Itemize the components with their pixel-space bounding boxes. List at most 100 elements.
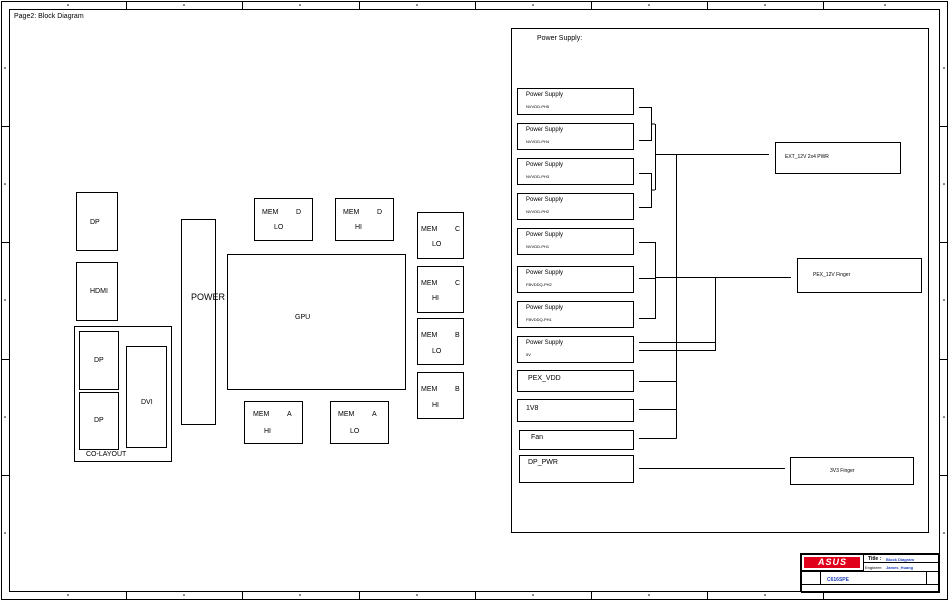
power-supply-nvvdd-ph5: Power Supply NVVDD-PH5 xyxy=(517,88,634,115)
supply-rail: NVVDD-PH4 xyxy=(526,139,550,144)
mem-bank: LO xyxy=(350,428,360,435)
asus-logo: ASUS xyxy=(804,557,860,568)
date-sheet-cell xyxy=(801,584,940,593)
mem-d-hi: MEM D HI xyxy=(335,198,394,241)
dp-pwr-block: DP_PWR xyxy=(519,455,634,483)
mem-bank: LO xyxy=(274,224,284,231)
pex-12v-label: PEX_12V Finger xyxy=(813,272,851,278)
engineer-value: James_Huang xyxy=(886,565,914,570)
mem-channel: A xyxy=(287,411,292,418)
supply-label: Power Supply xyxy=(526,340,564,346)
supply-label: Power Supply xyxy=(526,92,564,98)
mem-bank: HI xyxy=(264,428,271,435)
ext-12v-label: EXT_12V 2x4 PWR xyxy=(785,154,829,160)
mem-label: MEM xyxy=(343,209,360,216)
power-supply-nvvdd-ph4: Power Supply NVVDD-PH4 xyxy=(517,123,634,150)
mem-bank: LO xyxy=(432,348,442,355)
pex-vdd-label: PEX_VDD xyxy=(528,375,561,382)
mem-label: MEM xyxy=(421,280,438,287)
mem-channel: C xyxy=(455,226,461,233)
supply-rail: FBVDDQ-PH1 xyxy=(526,317,552,322)
title-label: Title : xyxy=(868,556,882,562)
pex-vdd-block: PEX_VDD xyxy=(517,370,634,392)
dvi-connector: DVI xyxy=(126,346,167,448)
supply-rail: 5V xyxy=(526,352,531,357)
page-label: Page2: Block Diagram xyxy=(14,13,84,20)
mem-c-hi: MEM C HI xyxy=(417,266,464,313)
supply-label: Power Supply xyxy=(526,270,564,276)
asus-logo-text: ASUS xyxy=(818,557,848,567)
ext-12v-source: EXT_12V 2x4 PWR xyxy=(775,142,901,174)
hdmi-label: HDMI xyxy=(90,288,108,295)
project-cell: C616SPE xyxy=(820,571,927,585)
fan-label: Fan xyxy=(531,434,544,441)
gpu-label: GPU xyxy=(295,314,311,321)
gpu-block: GPU xyxy=(227,254,406,390)
title-block: ASUS Title : Block Diagram Engineer: Jam… xyxy=(800,553,940,593)
dp-label: DP xyxy=(94,357,104,364)
supply-rail: NVVDD-PH2 xyxy=(526,209,550,214)
mem-d-lo: MEM D LO xyxy=(254,198,313,241)
mem-channel: D xyxy=(296,209,302,216)
dp-connector-3: DP xyxy=(79,392,119,450)
supply-label: Power Supply xyxy=(526,127,564,133)
power-supply-nvvdd-ph2: Power Supply NVVDD-PH2 xyxy=(517,193,634,220)
supply-rail: NVVDD-PH3 xyxy=(526,174,550,179)
mem-channel: A xyxy=(372,411,377,418)
mem-channel: B xyxy=(455,332,460,339)
3v3-label: 3V3 Finger xyxy=(830,468,855,474)
power-supply-nvvdd-ph3: Power Supply NVVDD-PH3 xyxy=(517,158,634,185)
mem-b-lo: MEM B LO xyxy=(417,318,464,365)
mem-label: MEM xyxy=(253,411,270,418)
mem-channel: D xyxy=(377,209,383,216)
supply-rail: NVVDD-PH5 xyxy=(526,104,550,109)
power-supply-fbvddq-ph1: Power Supply FBVDDQ-PH1 xyxy=(517,301,634,328)
power-supply-block xyxy=(181,219,216,425)
co-layout-group: DP DP DVI CO-LAYOUT xyxy=(74,326,172,462)
power-supply-label: POWER SUPPLY xyxy=(191,292,262,302)
pex-12v-source: PEX_12V Finger xyxy=(797,258,922,293)
mem-bank: HI xyxy=(432,295,439,302)
3v3-source: 3V3 Finger xyxy=(790,457,914,485)
supply-label: Power Supply xyxy=(526,197,564,203)
supply-label: Power Supply xyxy=(526,305,564,311)
mem-label: MEM xyxy=(262,209,279,216)
supply-label: Power Supply xyxy=(526,232,564,238)
power-panel-title: Power Supply: xyxy=(537,35,583,42)
power-supply-nvvdd-ph1: Power Supply NVVDD-PH1 xyxy=(517,228,634,255)
dp-label: DP xyxy=(90,219,100,226)
mem-label: MEM xyxy=(338,411,355,418)
mem-channel: B xyxy=(455,386,460,393)
mem-bank: HI xyxy=(355,224,362,231)
engineer-label: Engineer: xyxy=(865,565,883,570)
mem-label: MEM xyxy=(421,386,438,393)
1v8-block: 1V8 xyxy=(517,399,634,422)
title-value: Block Diagram xyxy=(886,557,915,562)
mem-bank: LO xyxy=(432,241,442,248)
project-value: C616SPE xyxy=(827,577,849,583)
dp-label: DP xyxy=(94,417,104,424)
dp-connector-1: DP xyxy=(76,192,118,251)
mem-a-lo: MEM A LO xyxy=(330,401,389,444)
mem-c-lo: MEM C LO xyxy=(417,212,464,259)
dp-connector-2: DP xyxy=(79,331,119,390)
size-cell xyxy=(801,571,821,585)
1v8-label: 1V8 xyxy=(526,405,539,412)
mem-b-hi: MEM B HI xyxy=(417,372,464,419)
mem-a-hi: MEM A HI xyxy=(244,401,303,444)
supply-rail: NVVDD-PH1 xyxy=(526,244,550,249)
dvi-label: DVI xyxy=(141,399,153,406)
logo-cell: ASUS xyxy=(801,554,864,571)
mem-label: MEM xyxy=(421,226,438,233)
hdmi-connector: HDMI xyxy=(76,262,118,321)
supply-label: Power Supply xyxy=(526,162,564,168)
dp-pwr-label: DP_PWR xyxy=(528,459,558,466)
mem-channel: C xyxy=(455,280,461,287)
fan-block: Fan xyxy=(519,430,634,450)
mem-label: MEM xyxy=(421,332,438,339)
mem-bank: HI xyxy=(432,402,439,409)
co-layout-label: CO-LAYOUT xyxy=(86,451,127,458)
supply-rail: FBVDDQ-PH2 xyxy=(526,282,552,287)
